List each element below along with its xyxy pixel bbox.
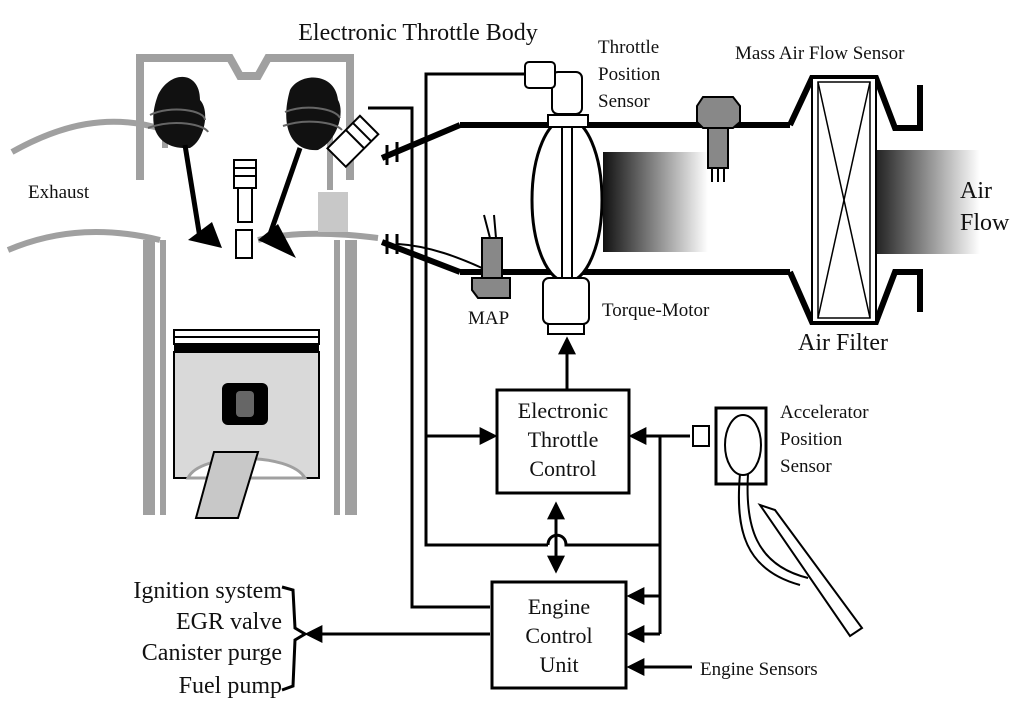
air-filter: [787, 75, 923, 325]
diagram-title: Electronic Throttle Body: [298, 20, 538, 46]
wiring: [304, 72, 692, 676]
tps-label-line-2: Position: [598, 64, 661, 85]
air-flow-gradient-inner: [603, 152, 708, 252]
map-label: MAP: [468, 308, 509, 329]
tps-label-line-1: Throttle: [598, 37, 659, 58]
output-ignition-system: Ignition system: [133, 578, 282, 604]
throttle-position-sensor: [524, 61, 589, 128]
torque-motor: [542, 277, 590, 335]
electronic-throttle-control-box: Electronic Throttle Control: [495, 388, 631, 495]
air-flow-label-line-2: Flow: [960, 210, 1010, 236]
output-fuel-pump: Fuel pump: [179, 673, 282, 699]
engine-control-unit-box: Engine Control Unit: [490, 580, 628, 690]
etc-line-1: Electronic: [518, 398, 609, 423]
throttle-plate: [530, 116, 604, 284]
etc-line-2: Throttle: [528, 427, 599, 452]
accelerator-position-sensor: [692, 406, 864, 638]
engine-sensors-label: Engine Sensors: [700, 659, 818, 680]
air-flow-gradient-outer: [876, 150, 980, 254]
output-canister-purge: Canister purge: [142, 640, 282, 666]
outputs-brace: [281, 585, 308, 692]
ecu-line-2: Control: [525, 623, 592, 648]
maf-label: Mass Air Flow Sensor: [735, 43, 905, 64]
tps-label-line-3: Sensor: [598, 91, 650, 112]
exhaust-label: Exhaust: [28, 182, 90, 203]
ecu-line-1: Engine: [528, 594, 590, 619]
mass-air-flow-sensor: [696, 96, 741, 182]
air-flow-label-line-1: Air: [960, 178, 992, 204]
air-filter-label: Air Filter: [798, 330, 888, 356]
aps-label-line-3: Sensor: [780, 456, 832, 477]
etc-line-3: Control: [529, 456, 596, 481]
ecu-line-3: Unit: [539, 652, 578, 677]
torque-motor-label: Torque-Motor: [602, 300, 710, 321]
output-egr-valve: EGR valve: [176, 609, 282, 635]
aps-label-line-1: Accelerator: [780, 402, 869, 423]
aps-label-line-2: Position: [780, 429, 843, 450]
engine-cylinder: [6, 54, 380, 519]
map-sensor: [397, 214, 511, 299]
